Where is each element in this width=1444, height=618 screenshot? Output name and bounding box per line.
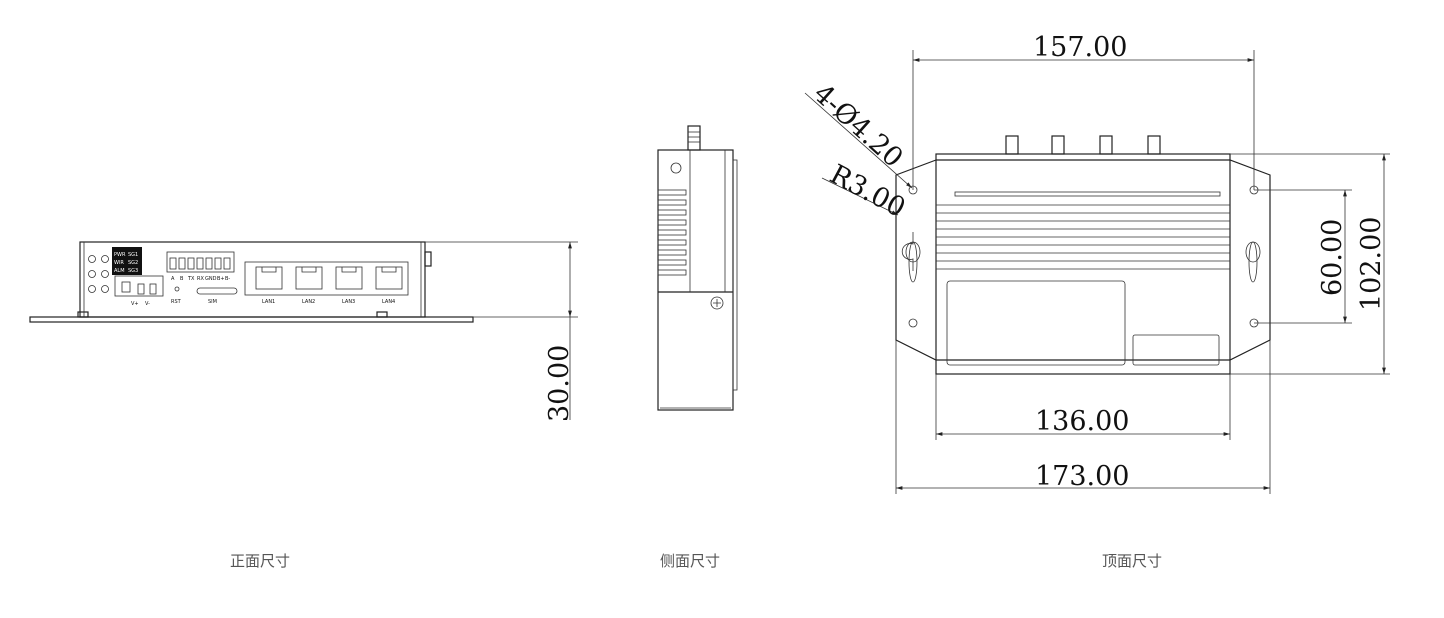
power-connector [114, 275, 164, 297]
terminal-label-b: B [180, 276, 184, 282]
caption-side-view: 侧面尺寸 [660, 552, 720, 570]
sim-slot [196, 287, 238, 295]
terminal-label-bplus: B+ [217, 276, 225, 282]
dim-overall-width: 173.00 [1035, 461, 1129, 492]
dim-hole-width: 157.00 [1033, 32, 1127, 63]
led-label-alm: ALM [114, 268, 125, 274]
lan-port-label: LAN4 [382, 299, 395, 305]
terminal-label-bminus: B- [225, 276, 230, 282]
mounting-holes [908, 185, 1259, 328]
top-label-area-main [946, 280, 1126, 366]
rst-label: RST [171, 299, 182, 305]
led-label-sg3: SG3 [128, 268, 138, 274]
top-view: 157.00 4-Ø4.20 R3.00 136.00 173.00 [804, 32, 1390, 570]
terminal-block [166, 251, 235, 273]
front-view: PWR WIR ALM SG1 SG2 SG3 V+ V- A B TX RX … [29, 241, 578, 570]
top-mounting-plate [895, 159, 1271, 361]
dim-front-height: 30.00 [544, 345, 575, 422]
lan-port-label: LAN3 [342, 299, 355, 305]
led-label-wir: WIR [114, 260, 124, 266]
front-indicator-circles [88, 255, 109, 293]
dim-radius: R3.00 [825, 159, 911, 224]
terminal-label-tx: TX [187, 276, 195, 282]
top-label-area-small [1132, 334, 1220, 366]
side-view: 侧面尺寸 [657, 125, 738, 570]
power-label-vminus: V- [145, 301, 150, 307]
dim-group-hole-height: 60.00 [1254, 189, 1352, 324]
terminal-label-rx: RX [197, 276, 204, 282]
dim-body-width: 136.00 [1035, 406, 1129, 437]
side-body [657, 149, 734, 411]
side-fins [657, 189, 687, 276]
front-body [79, 241, 426, 318]
top-fins [936, 204, 1230, 270]
dim-group-radius: R3.00 [821, 159, 911, 224]
dim-group-body-width: 136.00 [935, 374, 1231, 440]
lan-port-label: LAN1 [262, 299, 275, 305]
terminal-label-gnd: GND [205, 276, 217, 282]
top-antennas [1005, 135, 1161, 155]
terminal-label-a: A [171, 276, 175, 282]
caption-front-view: 正面尺寸 [230, 552, 290, 570]
dim-group-overall-height: 102.00 [1230, 153, 1390, 375]
lan-port-label: LAN2 [302, 299, 315, 305]
side-antenna [687, 125, 701, 151]
dim-hole-height: 60.00 [1317, 219, 1348, 296]
dim-hole-diameter: 4-Ø4.20 [807, 78, 908, 174]
led-label-pwr: PWR [114, 252, 126, 258]
led-label-sg1: SG1 [128, 252, 138, 258]
top-body [935, 153, 1231, 375]
lan-ports [244, 261, 409, 296]
dim-group-overall-width: 173.00 [895, 340, 1271, 494]
caption-top-view: 顶面尺寸 [1102, 552, 1162, 570]
front-mounting-plate [29, 316, 474, 323]
led-label-sg2: SG2 [128, 260, 138, 266]
led-panel [112, 247, 142, 275]
ground-screw-icon [710, 296, 724, 310]
sim-label: SIM [208, 299, 217, 305]
dim-overall-height: 102.00 [1356, 217, 1387, 311]
dim-group-hole-width: 157.00 [912, 32, 1255, 190]
keyhole-slot-left [901, 232, 914, 271]
front-height-dimension: 30.00 [425, 241, 578, 422]
power-label-vplus: V+ [131, 301, 139, 307]
